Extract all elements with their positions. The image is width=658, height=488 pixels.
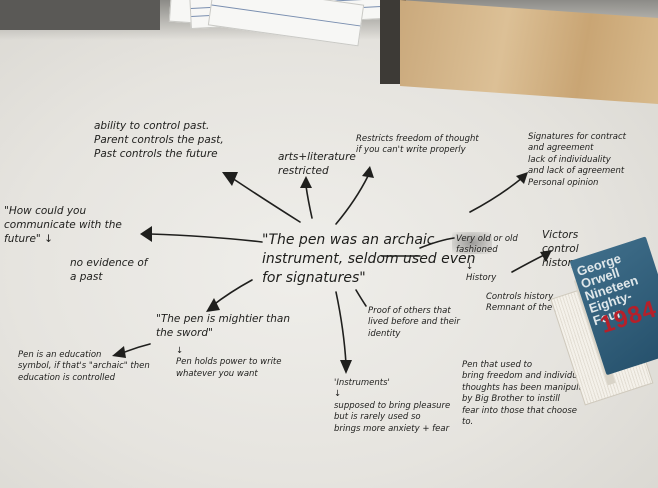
note-mightier: "The pen is mightier than the sword" xyxy=(156,313,291,340)
arrowhead xyxy=(516,172,528,184)
note-restricts: Restricts freedom of thought if you can'… xyxy=(356,134,479,156)
arrow-to-ability xyxy=(231,177,301,223)
note-freedom: Pen that used to bring freedom and indiv… xyxy=(462,360,598,428)
note-signatures: Signatures for contract and agreement la… xyxy=(528,132,627,188)
arrow-to-instruments xyxy=(335,291,347,365)
arrowhead xyxy=(112,346,126,358)
arrowhead xyxy=(540,250,552,262)
arrow-to-restricts xyxy=(335,175,369,225)
note-instruments: 'Instruments' ↓ supposed to bring pleasu… xyxy=(334,378,451,434)
dark-corner xyxy=(0,0,160,30)
arrowhead xyxy=(140,226,152,242)
note-victors: Victors control history xyxy=(542,229,579,270)
note-evidence: no evidence of a past xyxy=(70,257,148,284)
arrowhead xyxy=(206,298,220,312)
arrowhead xyxy=(362,166,374,178)
note-power: ↓ Pen holds power to write whatever you … xyxy=(176,346,282,379)
note-very-old: Very old or old fashioned xyxy=(456,234,518,256)
note-education: Pen is an education symbol, if that's "a… xyxy=(18,350,150,383)
note-proof: Proof of others that lived before and th… xyxy=(368,306,460,339)
note-history: ↓ History xyxy=(466,262,497,284)
note-arts: arts+literature restricted xyxy=(278,151,356,178)
arrowhead xyxy=(340,360,352,374)
arrow-to-very-old xyxy=(419,237,455,249)
arrowhead xyxy=(300,176,312,188)
arrowhead xyxy=(222,172,238,186)
note-ability: ability to control past. Parent controls… xyxy=(94,120,224,161)
arrow-to-arts xyxy=(305,185,313,219)
arrow-to-signatures xyxy=(469,177,523,213)
arrow-to-mightier xyxy=(211,279,253,307)
note-how: "How could you communicate with the futu… xyxy=(4,205,122,246)
arrow-to-how xyxy=(149,233,263,243)
highlight-smudge xyxy=(452,232,492,254)
arrow-to-proof xyxy=(355,289,367,307)
central-quote: "The pen was an archaic instrument, seld… xyxy=(262,232,476,286)
